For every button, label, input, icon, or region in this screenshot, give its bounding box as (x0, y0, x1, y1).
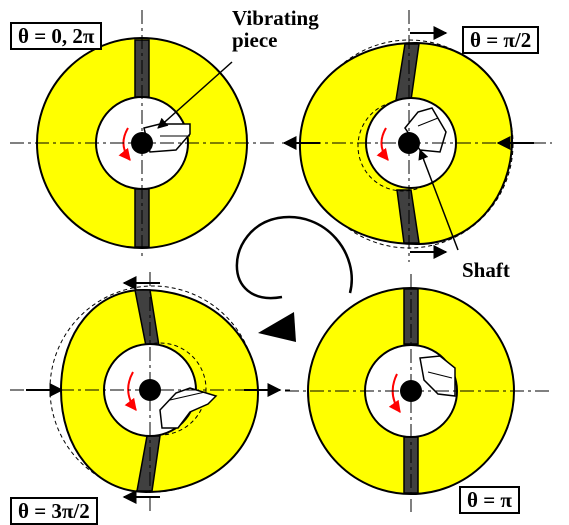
phase-label-theta-0: θ = 0, 2π (10, 22, 103, 50)
stator-unit-theta-3pi-2 (10, 272, 290, 512)
red-curved-arrow-icon (124, 371, 137, 411)
vibrating-piece (419, 355, 456, 397)
vibrating-piece-label-line1: Vibrating (232, 6, 319, 30)
counterclockwise-arrow-icon (235, 215, 353, 342)
red-curved-arrow-icon (388, 373, 401, 413)
phase-label-theta-pi: θ = π (459, 486, 520, 514)
slot-bottom (396, 189, 420, 244)
stator-unit-theta-pi (285, 274, 552, 512)
vibrating-piece-leader (157, 61, 233, 129)
shaft-leader (418, 149, 459, 251)
red-curved-arrow-icon (376, 127, 389, 161)
vibrating-piece (159, 387, 218, 429)
stator-unit-theta-0 (10, 10, 274, 260)
phase-label-theta-3pi-2: θ = 3π/2 (10, 497, 98, 525)
red-curved-arrow-icon (118, 127, 131, 161)
vibrating-piece-label-line2: piece (232, 28, 278, 52)
stator-unit-theta-pi-2 (282, 10, 552, 262)
phase-label-theta-pi-2: θ = π/2 (462, 26, 540, 54)
slot-top (403, 288, 419, 345)
shaft-label: Shaft (462, 258, 510, 282)
